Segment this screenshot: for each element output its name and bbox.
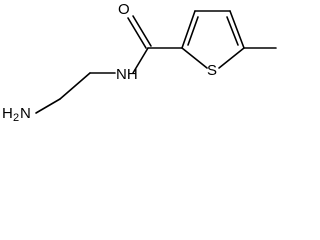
molecule-structure: O NH S H 2 N bbox=[2, 1, 277, 123]
bond-ring-s-c2 bbox=[181, 47, 208, 69]
bond-ch2-ch2 bbox=[59, 72, 91, 100]
bond-ring-c2-c3-inner bbox=[187, 16, 199, 46]
bond-ring-c4-c5 bbox=[229, 10, 245, 49]
atom-amine-subscript: 2 bbox=[13, 112, 19, 123]
bond-amine-ch2 bbox=[35, 98, 61, 114]
atom-amine-n: N bbox=[20, 105, 31, 122]
bond-carbonyl-oxygen-2 bbox=[132, 15, 152, 47]
bond-ring-c2-c3 bbox=[181, 10, 196, 49]
bond-nh-carbonyl bbox=[132, 47, 149, 74]
atom-amine-h: H bbox=[2, 105, 13, 122]
bond-carbonyl-oxygen-1 bbox=[127, 17, 147, 49]
atom-oxygen: O bbox=[118, 1, 130, 18]
atom-sulfur: S bbox=[207, 62, 217, 79]
atom-amide-nitrogen: NH bbox=[116, 66, 138, 83]
bond-ring-c4-c5-inner bbox=[226, 16, 239, 46]
bond-ring-c5-s bbox=[218, 47, 245, 69]
